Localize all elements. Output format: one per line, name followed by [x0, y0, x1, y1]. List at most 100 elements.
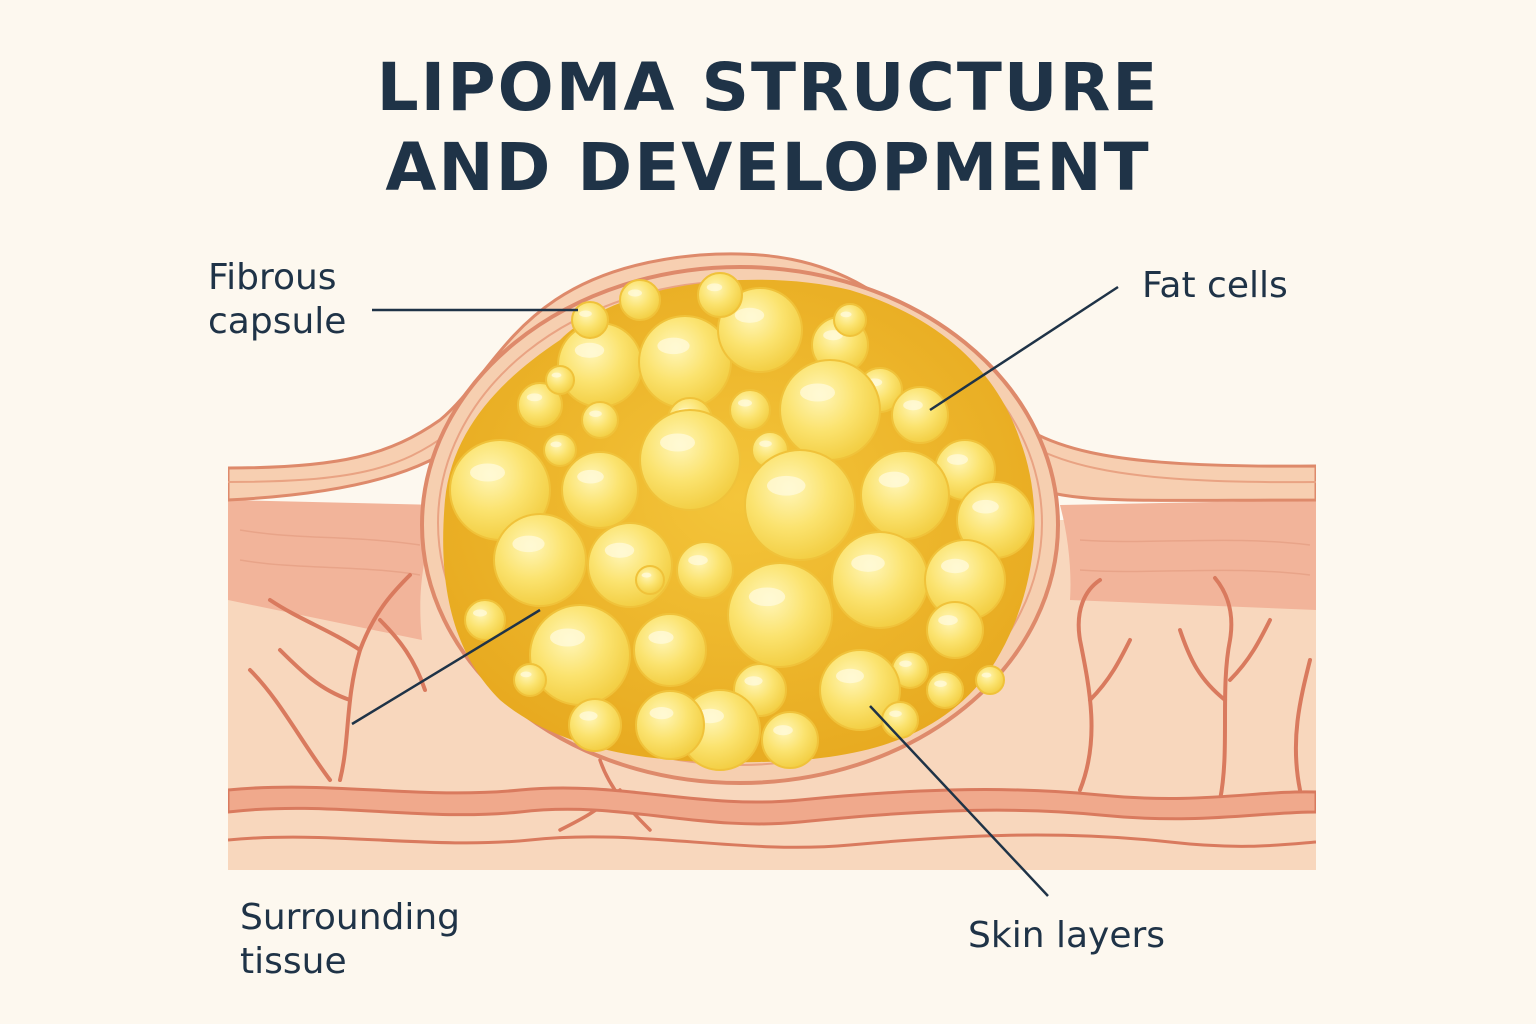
fat-cell — [819, 649, 901, 731]
fat-cell — [860, 450, 950, 540]
fat-cell-highlight — [759, 440, 772, 447]
fat-cell-highlight — [878, 471, 910, 488]
fat-cell — [568, 698, 622, 752]
fat-cell — [891, 386, 949, 444]
fat-cell-highlight — [934, 680, 947, 687]
vessels-left — [248, 573, 427, 782]
fat-cell-highlight — [551, 372, 562, 378]
fat-cell — [529, 604, 631, 706]
fat-cell — [619, 279, 661, 321]
fat-cell — [587, 522, 673, 608]
fat-cell-highlight — [660, 433, 695, 452]
fat-cell — [727, 562, 833, 668]
fat-cell-highlight — [604, 542, 635, 558]
fat-cell — [543, 433, 577, 467]
fat-cell-highlight — [577, 469, 604, 484]
vessels-right — [1076, 576, 1312, 802]
fat-cell-highlight — [628, 289, 642, 297]
fat-cell — [761, 711, 819, 769]
label-surrounding-tissue: Surrounding tissue — [240, 896, 460, 984]
fat-cells-group — [449, 272, 1034, 771]
title-line-2: AND DEVELOPMENT — [385, 129, 1151, 206]
fat-cell-highlight — [579, 711, 598, 721]
fat-cell-highlight — [744, 676, 763, 686]
deep-fascia — [228, 785, 1316, 826]
fat-cell — [464, 599, 506, 641]
fat-cell-highlight — [526, 393, 543, 402]
leader-skin-layers — [869, 705, 1049, 897]
fat-cell — [571, 301, 609, 339]
fat-cell — [697, 272, 743, 318]
page-title: LIPOMA STRUCTURE AND DEVELOPMENT — [0, 48, 1536, 208]
fat-cell-highlight — [800, 383, 835, 402]
fat-cell-highlight — [589, 410, 602, 417]
fat-cell — [513, 663, 547, 697]
fat-cell — [635, 565, 665, 595]
fat-cell — [633, 613, 707, 687]
deep-fascia-strands — [228, 833, 1316, 849]
fat-cell-highlight — [574, 342, 605, 358]
label-surrounding-line-1: Surrounding — [240, 897, 461, 938]
fat-cell — [831, 531, 929, 629]
label-fibrous-capsule: Fibrous capsule — [208, 256, 346, 344]
fat-cell-highlight — [947, 454, 968, 465]
fat-cell-highlight — [470, 463, 505, 482]
fat-cell-highlight — [899, 660, 912, 667]
fat-cell — [545, 365, 575, 395]
fat-cell — [881, 701, 919, 739]
fat-cell — [744, 449, 856, 561]
label-skin-layers: Skin layers — [968, 915, 1166, 956]
fat-cell — [729, 389, 771, 431]
fat-cell — [926, 601, 984, 659]
leader-lines — [351, 285, 1119, 897]
leader-surrounding-tissue — [351, 608, 541, 726]
fat-cell-highlight — [512, 535, 545, 553]
fat-cell-highlight — [648, 630, 674, 644]
fat-cell-highlight — [649, 706, 674, 720]
label-fibrous-line-2: capsule — [208, 301, 347, 342]
fat-cell-highlight — [836, 668, 864, 684]
fat-cell-highlight — [972, 499, 999, 514]
fat-cell-highlight — [773, 725, 793, 736]
fat-cell — [581, 401, 619, 439]
fat-cell-highlight — [550, 628, 585, 647]
label-fibrous-line-1: Fibrous — [208, 257, 337, 298]
fat-cell-highlight — [473, 609, 487, 617]
leader-fat-cells — [929, 285, 1119, 412]
dermis-fibers — [239, 529, 1311, 576]
fat-cell — [676, 541, 734, 599]
fat-cell — [833, 303, 867, 337]
fat-cell-highlight — [840, 311, 852, 318]
fat-cell — [493, 513, 587, 607]
fat-cell-highlight — [734, 307, 765, 323]
fat-cell-highlight — [823, 330, 843, 341]
fat-cell-highlight — [657, 337, 690, 355]
fat-cell — [561, 451, 639, 529]
title-line-1: LIPOMA STRUCTURE — [376, 49, 1160, 126]
fat-cell — [717, 287, 803, 373]
fat-cell — [517, 382, 563, 428]
fat-cell-highlight — [851, 554, 885, 572]
fat-cell-highlight — [748, 587, 786, 607]
fat-cell-highlight — [520, 671, 532, 678]
label-surrounding-line-2: tissue — [240, 941, 347, 982]
fat-cell-highlight — [688, 555, 708, 566]
fat-cell-highlight — [579, 310, 592, 317]
fat-cell-highlight — [941, 558, 969, 574]
fat-cell-highlight — [738, 399, 752, 407]
fat-cell — [926, 671, 964, 709]
label-fat-cells: Fat cells — [1142, 265, 1288, 306]
fat-cell — [779, 359, 881, 461]
fat-cell-highlight — [889, 710, 902, 717]
fat-cell-highlight — [938, 615, 958, 626]
fat-cell-highlight — [903, 400, 923, 411]
fat-cell-highlight — [550, 441, 562, 448]
fat-cell-highlight — [641, 572, 652, 578]
fat-cell — [975, 665, 1005, 695]
fat-cell-highlight — [981, 672, 992, 678]
dermis-layer — [228, 500, 1316, 640]
fat-cell-highlight — [767, 475, 806, 496]
fat-cell — [635, 690, 705, 760]
